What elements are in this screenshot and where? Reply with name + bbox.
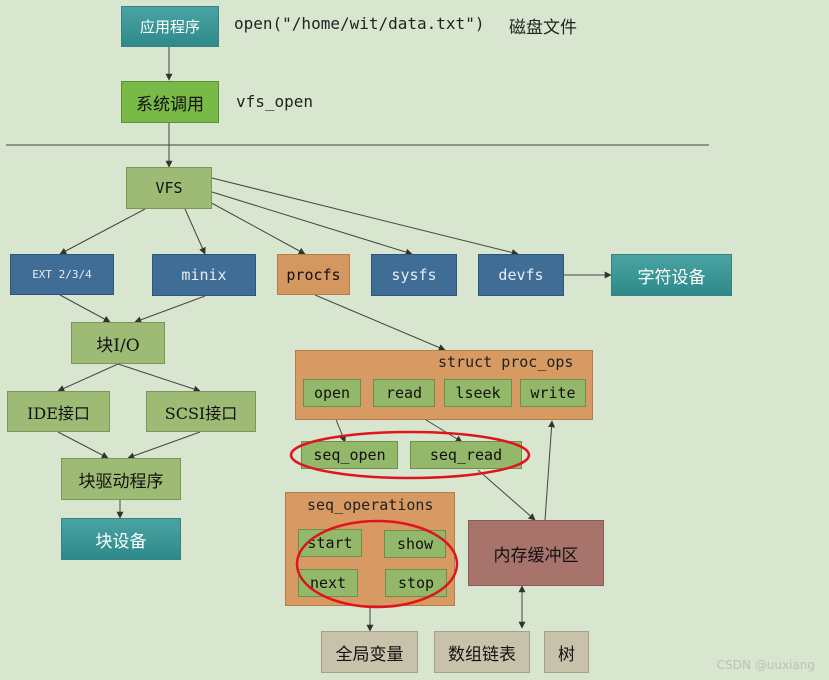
tree-box: 树	[544, 631, 589, 673]
procfs-box: procfs	[277, 254, 350, 295]
scsi-box: SCSI接口	[146, 391, 256, 432]
devfs-box: devfs	[478, 254, 564, 296]
line-minix-blockio	[134, 295, 206, 324]
disk-file-label: 磁盘文件	[509, 18, 577, 38]
proc-op-read: read	[373, 379, 435, 407]
line-membuf-procops	[544, 420, 556, 521]
block-driver-box: 块驱动程序	[61, 458, 181, 500]
line-ide-driver	[57, 431, 109, 459]
line-vfs-ext	[59, 208, 146, 255]
proc-op-lseek: lseek	[444, 379, 512, 407]
open-call-label: open("/home/wit/data.txt")	[234, 14, 485, 33]
proc-op-open: open	[303, 379, 361, 407]
ext-box: EXT 2/3/4	[10, 254, 114, 295]
ide-box: IDE接口	[7, 391, 110, 432]
line-vfs-sysfs	[211, 191, 413, 256]
line-ext-blockio	[59, 294, 111, 323]
line-seqread-membuf	[477, 469, 536, 521]
proc-op-write: write	[520, 379, 586, 407]
syscall-box: 系统调用	[121, 81, 219, 123]
seq-read-box: seq_read	[410, 441, 522, 469]
line-procfs-procops	[314, 294, 446, 351]
block-device-box: 块设备	[61, 518, 181, 560]
seq-op-stop: stop	[385, 569, 447, 597]
seq-operations-highlight-ellipse	[295, 519, 459, 609]
line-vfs-minix	[184, 208, 206, 255]
line-vfs-procfs	[205, 199, 306, 255]
array-list-box: 数组链表	[434, 631, 530, 673]
seq-op-next: next	[298, 569, 358, 597]
block-io-box: 块I/O	[71, 322, 165, 364]
line-vfs-devfs	[211, 177, 519, 256]
globals-box: 全局变量	[321, 631, 418, 673]
memory-buffer-box: 内存缓冲区	[468, 520, 604, 586]
app-box: 应用程序	[121, 6, 219, 47]
seq-open-box: seq_open	[301, 441, 398, 469]
sysfs-box: sysfs	[371, 254, 457, 296]
vfs-open-label: vfs_open	[236, 92, 314, 111]
proc-ops-title: struct proc_ops	[438, 353, 574, 371]
vfs-box: VFS	[126, 167, 212, 209]
seq-operations-title: seq_operations	[307, 496, 434, 514]
watermark: CSDN @uuxiang	[716, 658, 815, 672]
seq-highlight-ellipse	[289, 430, 531, 480]
minix-box: minix	[152, 254, 256, 296]
line-blockio-ide	[57, 363, 119, 392]
line-scsi-driver	[127, 431, 201, 460]
char-device-box: 字符设备	[611, 254, 732, 296]
line-blockio-scsi	[117, 363, 201, 393]
